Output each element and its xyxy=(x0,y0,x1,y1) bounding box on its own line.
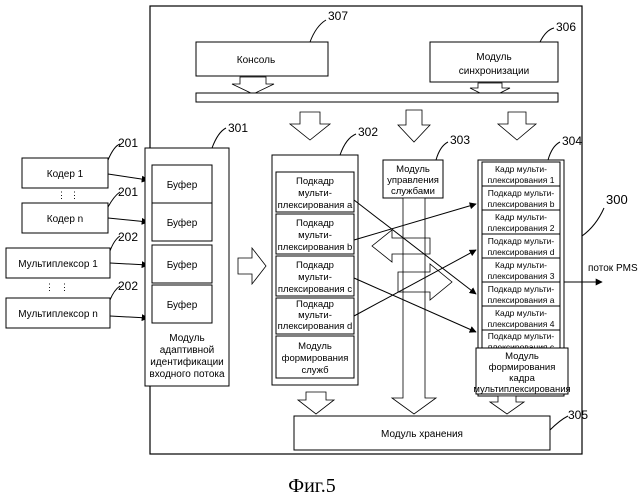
adaptive-label-2: адаптивной xyxy=(160,345,215,356)
subframe-a-l2: мульти- xyxy=(298,188,332,199)
ref-201-a: 201 xyxy=(118,136,138,150)
subframe-a-l1: Подкадр xyxy=(296,176,334,187)
subframe-a-l3: плексирования a xyxy=(278,200,353,211)
service-form-l1: Модуль xyxy=(298,341,332,352)
service-ctrl-l2: управления xyxy=(387,175,439,186)
subframe-b-l3: плексирования b xyxy=(278,242,353,253)
frame-7-l1: Кадр мульти- xyxy=(495,308,547,318)
frame-form-l3: кадра xyxy=(509,373,535,384)
buffer-4-label: Буфер xyxy=(167,299,198,311)
sync-module-label-2: синхронизации xyxy=(459,66,529,77)
coder-n-arrow xyxy=(108,218,148,222)
subframe-c-l3: плексирования c xyxy=(278,284,352,295)
ref-305: 305 xyxy=(568,408,588,422)
service-ctrl-l3: службами xyxy=(391,186,435,197)
buffer-3-label: Буфер xyxy=(167,259,198,271)
console-label: Консоль xyxy=(237,55,275,66)
output-label: поток PMS xyxy=(588,263,638,274)
frame-6-l1: Подкадр мульти- xyxy=(488,284,555,294)
mux-1-label: Мультиплексор 1 xyxy=(18,259,98,270)
subframe-b-l2: мульти- xyxy=(298,230,332,241)
frame-6-l2: плексирования a xyxy=(488,295,555,305)
ref-304: 304 xyxy=(562,134,582,148)
dots-coders-2: ⋮ xyxy=(70,190,79,200)
frame-1-l1: Кадр мульти- xyxy=(495,164,547,174)
buffer-1-label: Буфер xyxy=(167,179,198,191)
figure-caption: Фиг.5 xyxy=(288,475,335,497)
leader-300 xyxy=(582,208,604,236)
service-form-l3: служб xyxy=(301,365,329,376)
frame-8-l1: Подкадр мульти- xyxy=(488,331,555,341)
mux-1-arrow xyxy=(110,263,148,265)
subframe-b-l1: Подкадр xyxy=(296,218,334,229)
frame-4-l2: плексирования d xyxy=(488,247,555,257)
frame-5-l1: Кадр мульти- xyxy=(495,260,547,270)
dots-coders-1: ⋮ xyxy=(57,190,66,200)
frame-form-l2: формирования xyxy=(489,362,556,373)
subframe-d-l2: мульти- xyxy=(298,310,332,321)
frame-5-l2: плексирования 3 xyxy=(488,271,555,281)
subframe-d-l1: Подкадр xyxy=(296,299,334,310)
subframe-c-l1: Подкадр xyxy=(296,260,334,271)
service-form-l2: формирования xyxy=(282,353,349,364)
ref-303: 303 xyxy=(450,133,470,147)
frame-1-l2: плексирования 1 xyxy=(488,175,555,185)
frame-form-l4: мультиплексирования xyxy=(473,384,570,395)
adaptive-label-3: идентификации xyxy=(150,356,224,368)
ref-302: 302 xyxy=(358,125,378,139)
ref-307: 307 xyxy=(328,9,348,23)
frame-3-l1: Кадр мульти- xyxy=(495,212,547,222)
ref-201-b: 201 xyxy=(118,185,138,199)
frame-4-l1: Подкадр мульти- xyxy=(488,236,555,246)
coder-1-label: Кодер 1 xyxy=(47,169,84,180)
subframe-d-l3: плексирования d xyxy=(278,321,353,332)
mux-n-label: Мультиплексор n xyxy=(18,309,98,320)
frame-7-l2: плексирования 4 xyxy=(488,319,555,329)
frame-2-l2: плексирования b xyxy=(488,199,555,209)
ref-202-b: 202 xyxy=(118,279,138,293)
storage-label: Модуль хранения xyxy=(381,429,463,440)
sync-module-label-1: Модуль xyxy=(476,52,511,63)
service-ctrl-l1: Модуль xyxy=(396,164,430,175)
subframe-c-l2: мульти- xyxy=(298,272,332,283)
adaptive-label-1: Модуль xyxy=(169,333,204,344)
frame-form-l1: Модуль xyxy=(505,351,539,362)
ref-300: 300 xyxy=(606,192,628,207)
frame-3-l2: плексирования 2 xyxy=(488,223,555,233)
frame-2-l1: Подкадр мульти- xyxy=(488,188,555,198)
dots-mux-2: ⋮ xyxy=(60,282,69,292)
buffer-2-label: Буфер xyxy=(167,217,198,229)
frame-list: Кадр мульти- плексирования 1 Подкадр мул… xyxy=(482,162,560,352)
mux-n-arrow xyxy=(110,316,148,318)
ref-301: 301 xyxy=(228,121,248,135)
ref-306: 306 xyxy=(556,20,576,34)
control-bus xyxy=(196,93,558,102)
coder-1-arrow xyxy=(108,174,148,180)
adaptive-label-4: входного потока xyxy=(149,369,225,380)
dots-mux-1: ⋮ xyxy=(45,282,54,292)
coder-n-label: Кодер n xyxy=(47,214,83,225)
ref-202-a: 202 xyxy=(118,230,138,244)
